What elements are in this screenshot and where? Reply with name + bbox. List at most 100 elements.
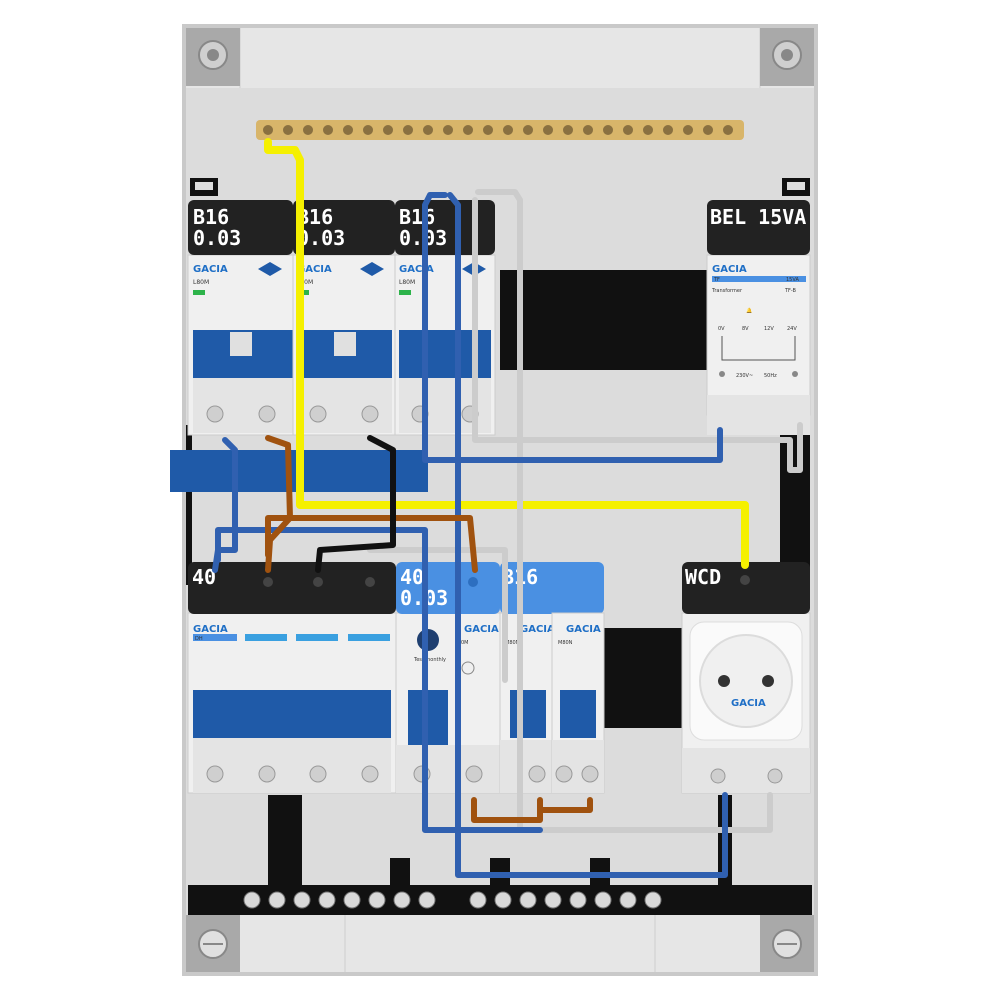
busbar-screw (594, 891, 612, 909)
bell-transformer[interactable]: BEL 15VA GACIA TF 15VA Transformer TF-B … (706, 200, 811, 435)
earth-bar-screw (543, 125, 553, 135)
mcb-top-1[interactable]: B16 0.03 GACIA L80M (187, 200, 294, 436)
bell-tap-1: 8V (742, 326, 749, 332)
grey-wire-1 (475, 189, 773, 833)
earth-bar-screw (483, 125, 493, 135)
corner-screw-tr (760, 28, 814, 86)
bottom-cover (186, 915, 814, 972)
socket-wcd[interactable]: WCD GACIA (681, 562, 811, 794)
mcb-top-1-label-2: 0.03 (193, 226, 241, 250)
earth-bar-screw (383, 125, 393, 135)
mcb-top-2-model: L80M (297, 279, 313, 286)
earth-bar-screw (423, 125, 433, 135)
din-rail-top (500, 270, 710, 370)
bell-subtitle: Transformer (711, 288, 743, 294)
busbar-screw (293, 891, 311, 909)
bell-model: TF (713, 277, 720, 283)
rcd-model: L80M (455, 640, 468, 646)
socket-label: WCD (685, 565, 721, 589)
mcb-top-1-model: L80M (193, 279, 209, 286)
earth-bar-screw (503, 125, 513, 135)
busbar-screw (544, 891, 562, 909)
earth-bar-screw (683, 125, 693, 135)
mcb-top-1-label-1: B16 (193, 205, 229, 229)
wiring (212, 138, 803, 878)
top-cover (186, 28, 814, 88)
mcb-top-3[interactable]: B16 0.03 GACIA L80M (394, 200, 496, 436)
earth-bar (256, 120, 744, 140)
earth-bar-screw (303, 125, 313, 135)
busbar-screw (519, 891, 537, 909)
earth-bar-screw (563, 125, 573, 135)
bottom-busbar (188, 795, 812, 915)
rcd-brand: GACIA (464, 624, 499, 635)
earth-bar-screw (343, 125, 353, 135)
mcb-bottom-extra[interactable]: GACIA M80N (551, 612, 605, 794)
earth-bar-screw (603, 125, 613, 135)
busbar-screw (569, 891, 587, 909)
neutral-wire-4 (215, 527, 543, 833)
earth-bar-screw (323, 125, 333, 135)
earth-bar-screw (643, 125, 653, 135)
rcd-label-1: 40 (400, 565, 424, 589)
busbar-screw (268, 891, 286, 909)
main-switch-label: 40 (192, 565, 216, 589)
corner-screw-br (760, 915, 814, 972)
mcb-top-3-brand: GACIA (399, 264, 434, 275)
bell-tap-3: 24V (787, 326, 797, 332)
mcb-top-2-brand: GACIA (297, 264, 332, 275)
mcb-top-3-model: L80M (399, 279, 415, 286)
earth-bar-screw (463, 125, 473, 135)
main-switch-brand: GACIA (193, 624, 228, 635)
earth-bar-screw (723, 125, 733, 135)
bell-brand: GACIA (712, 264, 747, 275)
bell-tap-2: 12V (764, 326, 774, 332)
busbar-screw (393, 891, 411, 909)
bell-label: BEL 15VA (710, 205, 806, 229)
earth-bar-screw (663, 125, 673, 135)
earth-bar-screw (283, 125, 293, 135)
earth-bar-screw (583, 125, 593, 135)
corner-screw-tl (186, 28, 240, 86)
busbar-screw (343, 891, 361, 909)
earth-bar-screw (403, 125, 413, 135)
mcb-top-2[interactable]: B16 0.03 GACIA L80M (292, 200, 396, 436)
brand-diamond-icon (258, 262, 282, 276)
neutral-wire-1 (422, 192, 723, 463)
bell-input: 230V~ (736, 373, 753, 379)
mcb-top-3-label-1: B16 (399, 205, 435, 229)
rcd[interactable]: 40 0.03 GACIA L80M Test monthly (395, 562, 501, 794)
socket-brand: GACIA (731, 698, 766, 709)
mcb-top-2-label-2: 0.03 (297, 226, 345, 250)
earth-bar-screw (703, 125, 713, 135)
earth-bar-screw (623, 125, 633, 135)
rail-post-right (780, 425, 810, 575)
main-switch-model: DH (195, 636, 203, 642)
socket-outlet-icon (699, 634, 793, 728)
bell-code: TF-B (784, 288, 797, 294)
black-wire (315, 435, 396, 573)
neutral-wire-2 (447, 192, 728, 878)
earth-bar-screw (363, 125, 373, 135)
mcb-bottom-brand: GACIA (520, 624, 555, 635)
brand-diamond-icon (360, 262, 384, 276)
main-switch[interactable]: 40 GACIA DH (187, 562, 397, 794)
mcb-top-1-brand: GACIA (193, 264, 228, 275)
rcd-test-text: Test monthly (413, 657, 446, 663)
mcb-extra-model: M80N (558, 640, 573, 646)
earth-bar-screw (263, 125, 273, 135)
live-wire-2 (265, 515, 478, 573)
busbar-screw (243, 891, 261, 909)
bell-icon: 🔔 (746, 307, 752, 314)
mcb-extra-brand: GACIA (566, 624, 601, 635)
bell-rating: 15VA (786, 277, 799, 283)
earth-bar-screw (443, 125, 453, 135)
busbar-screw (619, 891, 637, 909)
bell-tap-0: 0V (718, 326, 725, 332)
mcb-bottom-model: M80N (505, 640, 520, 646)
corner-screw-bl (186, 915, 240, 972)
busbar-screw (318, 891, 336, 909)
busbar-screw (644, 891, 662, 909)
